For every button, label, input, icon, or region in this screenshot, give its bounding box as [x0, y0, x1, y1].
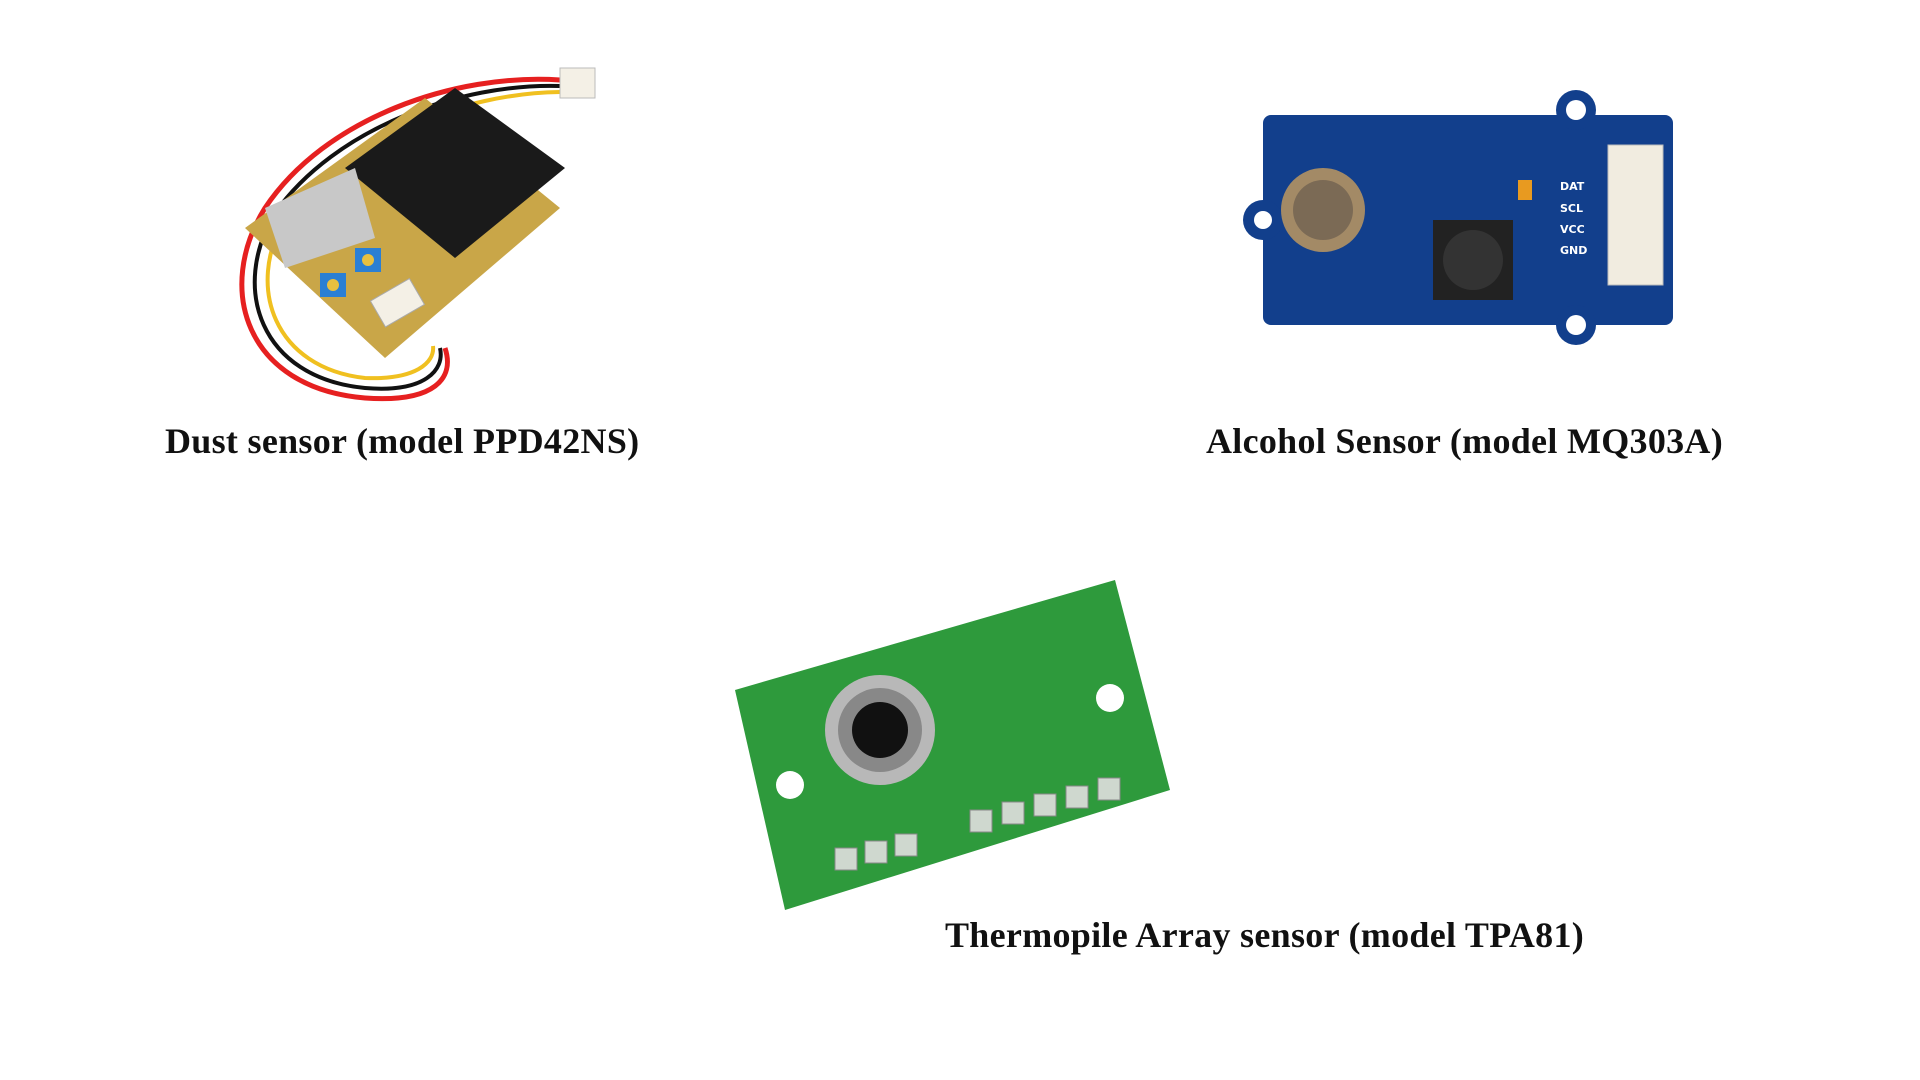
- pin-label-vcc: VCC: [1560, 223, 1585, 236]
- pin-label-scl: SCL: [1560, 202, 1583, 215]
- pin-label-dat: DAT: [1560, 180, 1585, 193]
- thermopile-sensor-caption: Thermopile Array sensor (model TPA81): [945, 915, 1585, 955]
- pin-label-gnd: GND: [1560, 244, 1587, 257]
- dust-sensor-image: [205, 58, 615, 413]
- thermopile-sensor-image: [730, 580, 1175, 910]
- alcohol-sensor-image: DAT SCL VCC GND: [1243, 90, 1688, 345]
- dust-sensor-caption: Dust sensor (model PPD42NS): [165, 421, 640, 461]
- alcohol-sensor-caption: Alcohol Sensor (model MQ303A): [1206, 421, 1724, 461]
